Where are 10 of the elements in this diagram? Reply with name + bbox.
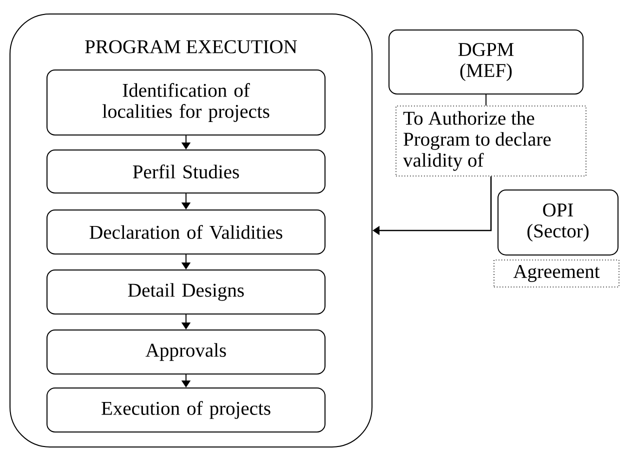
note-box: To Authorize the Program to declare validity of [396, 106, 586, 176]
process-box: Approvals [46, 330, 326, 374]
process-box: Execution of projects [46, 388, 326, 432]
process-box: Identification of localities for projects [46, 70, 326, 136]
process-box: Perfil Studies [46, 150, 326, 194]
process-box: Detail Designs [46, 270, 326, 314]
note-box: Agreement [494, 260, 620, 288]
process-box: OPI (Sector) [498, 190, 618, 256]
process-box: DGPM (MEF) [388, 30, 584, 94]
process-box: Declaration of Validities [46, 210, 326, 254]
